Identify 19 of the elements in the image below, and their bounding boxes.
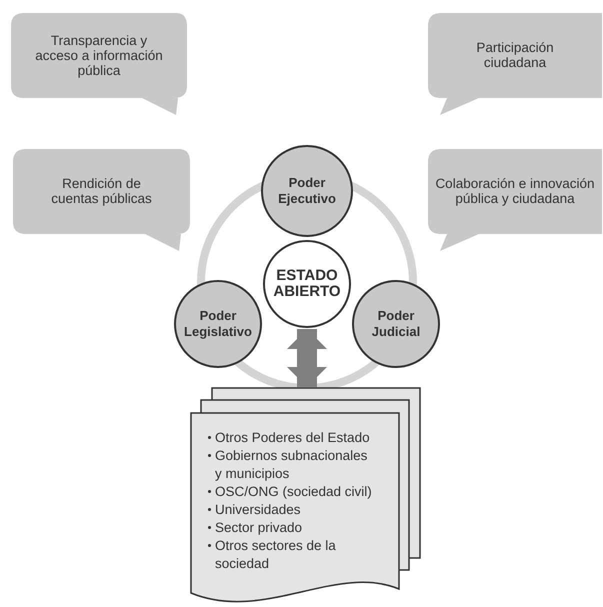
list-item: Sector privado <box>215 519 302 537</box>
speech-bubble <box>427 148 603 252</box>
circle-label: Poder Ejecutivo <box>277 175 337 207</box>
list-item: Universidades <box>215 501 301 519</box>
speech-bubble <box>10 12 188 116</box>
bubble-text: Colaboración e innovación pública y ciudadana <box>434 176 596 206</box>
bubble-text: Transparencia y acceso a información pública <box>34 32 164 78</box>
list-item: Otros Poderes del Estado <box>215 429 370 447</box>
circle-label: ESTADO ABIERTO <box>273 268 341 300</box>
list-item: Gobiernos subnacionales y municipios <box>215 447 368 483</box>
speech-bubble <box>427 12 603 116</box>
circle-label: Poder Legislativo <box>184 308 252 340</box>
list-item: Otros sectores de la sociedad <box>215 537 337 573</box>
circle-label: Poder Judicial <box>370 308 422 340</box>
bubble-text: Rendición de cuentas públicas <box>50 176 153 206</box>
speech-bubble <box>12 148 191 252</box>
double-arrow <box>287 329 327 387</box>
list-item: OSC/ONG (sociedad civil) <box>215 483 372 501</box>
bubble-text: Participación ciudadana <box>475 40 555 70</box>
